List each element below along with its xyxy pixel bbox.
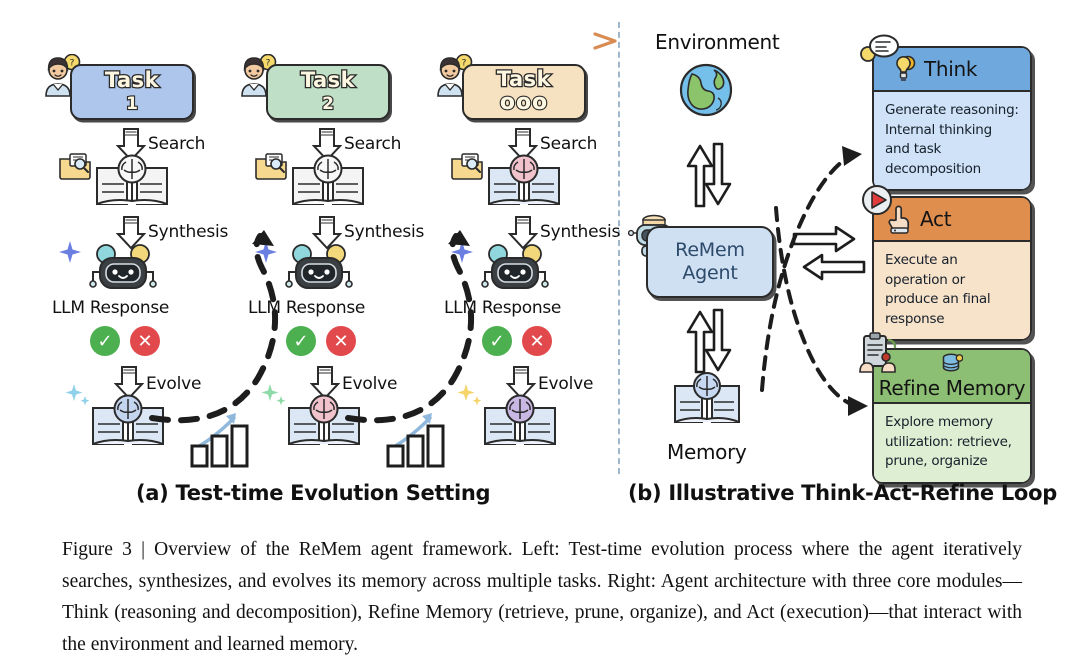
bidirectional-arrows-icon xyxy=(686,142,732,208)
card-body: Explore memory utilization: retrieve, pr… xyxy=(874,404,1030,482)
module-card-act[interactable]: Act Execute an operation or produce an f… xyxy=(862,185,1032,342)
folder-search-icon xyxy=(451,153,483,180)
brain-book-icon xyxy=(674,372,740,423)
brain-book-sparkle-icon xyxy=(288,394,360,445)
dashed-curve-arrow-icon xyxy=(345,230,475,424)
cross-icon: ✕ xyxy=(522,326,552,356)
figure-graphic: ? Task 1 Search xyxy=(34,22,1057,505)
environment-label: Environment xyxy=(655,30,780,54)
bidirectional-arrows-icon xyxy=(792,226,866,281)
step-label-evolve: Evolve xyxy=(146,374,202,394)
sparkle-icon xyxy=(255,241,277,263)
card-header: Refine Memory xyxy=(874,350,1030,404)
card-title: Refine Memory xyxy=(878,375,1026,400)
llm-response-label: LLM Response xyxy=(52,298,170,318)
lightbulb-gear-icon xyxy=(896,55,916,81)
task-column-1: ? Task 1 Search xyxy=(34,46,230,466)
step-label-search: Search xyxy=(148,134,206,154)
database-icon xyxy=(942,353,963,371)
sparkle-icon xyxy=(65,384,90,406)
figure-caption: Figure 3 | Overview of the ReMem agent f… xyxy=(62,539,1022,655)
task-box[interactable]: Task 1 xyxy=(70,64,194,120)
brain-book-sparkle-icon xyxy=(92,394,164,445)
check-icon: ✓ xyxy=(482,326,512,356)
bar-chart-growth-icon xyxy=(190,413,249,468)
step-label-synthesis: Synthesis xyxy=(344,222,425,242)
svg-text:?: ? xyxy=(266,59,271,69)
folder-search-icon xyxy=(255,153,287,180)
task-word: Task xyxy=(300,67,356,92)
svg-text:?: ? xyxy=(70,59,75,69)
check-icon: ✓ xyxy=(90,326,120,356)
down-arrow-icon xyxy=(310,366,340,400)
task-box[interactable]: Task 2 xyxy=(266,64,390,120)
sparkle-icon xyxy=(59,241,81,263)
card-title: Act xyxy=(920,207,952,231)
step-label-search: Search xyxy=(344,134,402,154)
memory-label: Memory xyxy=(667,440,747,464)
robot-icon xyxy=(89,244,157,289)
play-button-icon xyxy=(862,185,892,215)
step-label-evolve: Evolve xyxy=(538,374,594,394)
cross-icon: ✕ xyxy=(326,326,356,356)
robot-icon xyxy=(285,244,353,289)
module-card-think[interactable]: Think Generate reasoning: Internal think… xyxy=(860,34,1032,192)
sparkle-icon xyxy=(451,241,473,263)
dashed-curve-arrow-icon xyxy=(149,230,279,424)
down-arrow-icon xyxy=(116,128,146,162)
panel-a-title: (a) Test-time Evolution Setting xyxy=(136,481,491,505)
step-label-synthesis: Synthesis xyxy=(148,222,229,242)
check-icon: ✓ xyxy=(286,326,316,356)
panel-b-title: (b) Illustrative Think-Act-Refine Loop xyxy=(628,481,1057,505)
person-question-icon: ? xyxy=(241,54,277,97)
brain-book-sparkle-icon xyxy=(484,394,556,445)
svg-text:?: ? xyxy=(462,59,467,69)
card-body: Execute an operation or produce an final… xyxy=(874,242,1030,340)
brain-book-icon xyxy=(96,154,168,205)
card-body: Generate reasoning: Internal thinking an… xyxy=(874,92,1030,190)
step-label-evolve: Evolve xyxy=(342,374,398,394)
pointing-hand-icon xyxy=(888,205,910,234)
clipboard-hand-icon xyxy=(859,332,897,373)
sparkle-icon xyxy=(457,384,482,406)
step-label-synthesis: Synthesis xyxy=(540,222,621,242)
task-number: 1 xyxy=(125,93,139,114)
task-word: Task xyxy=(496,66,552,91)
down-arrow-icon xyxy=(312,216,342,250)
down-arrow-icon xyxy=(312,128,342,162)
folder-search-icon xyxy=(59,153,91,180)
globe-icon xyxy=(679,63,733,117)
remem-agent-box[interactable]: ReMem Agent xyxy=(646,226,774,298)
step-label-search: Search xyxy=(540,134,598,154)
cross-icon: ✕ xyxy=(130,326,160,356)
agent-name-line2: Agent xyxy=(682,262,738,284)
module-card-refine-memory[interactable]: Refine Memory Explore memory utilization… xyxy=(859,332,1032,484)
task-column-3: ? Task ooo Search xyxy=(426,46,622,466)
task-number: ooo xyxy=(499,89,549,115)
speech-bubble-icon xyxy=(860,34,899,62)
bar-chart-growth-icon xyxy=(386,413,445,468)
down-arrow-icon xyxy=(114,366,144,400)
dashed-curve-arrow-icon xyxy=(760,146,868,416)
down-arrow-icon xyxy=(508,128,538,162)
down-arrow-icon xyxy=(506,366,536,400)
robot-icon xyxy=(481,244,549,289)
down-arrow-icon xyxy=(508,216,538,250)
task-word: Task xyxy=(104,67,160,92)
task-number: 2 xyxy=(321,93,335,114)
brain-book-icon xyxy=(292,154,364,205)
gradient-arrow-icon xyxy=(54,32,617,50)
agent-name-line1: ReMem xyxy=(675,238,745,261)
brain-book-icon xyxy=(488,154,560,205)
person-question-icon: ? xyxy=(437,54,473,97)
down-arrow-icon xyxy=(116,216,146,250)
card-header: Act xyxy=(874,198,1030,242)
bidirectional-arrows-icon xyxy=(686,308,732,374)
sparkle-icon xyxy=(261,384,286,406)
card-title: Think xyxy=(924,57,978,81)
task-column-2: ? Task 2 Search xyxy=(230,46,426,466)
task-box[interactable]: Task ooo xyxy=(462,64,586,120)
panel-divider xyxy=(618,22,620,474)
card-header: Think xyxy=(874,48,1030,92)
